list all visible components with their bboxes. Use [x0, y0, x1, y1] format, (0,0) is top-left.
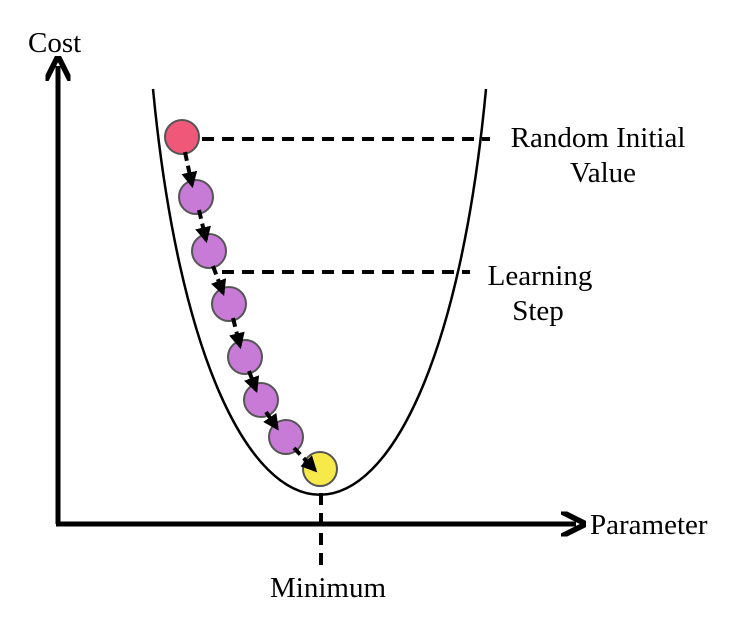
y-axis-label: Cost	[28, 27, 81, 59]
learning-step-label-line2: Step	[512, 295, 564, 327]
step-point	[227, 339, 263, 375]
initial-point	[164, 119, 200, 155]
x-axis-label: Parameter	[590, 509, 708, 541]
step-point	[243, 382, 279, 418]
step-point	[191, 233, 227, 269]
step-point	[211, 286, 247, 322]
learning-step-label-line1: Learning	[488, 260, 593, 292]
minimum-point	[302, 451, 338, 487]
step-arrow	[263, 410, 279, 431]
cost-curve	[151, 88, 488, 496]
step-arrow	[181, 151, 198, 189]
random-initial-label-line1: Random Initial	[511, 122, 686, 154]
minimum-label: Minimum	[270, 572, 386, 604]
step-arrow	[229, 317, 245, 350]
step-arrow	[244, 370, 260, 394]
step-arrow	[292, 446, 318, 473]
random-initial-label-line2: Value	[570, 157, 636, 189]
step-point	[178, 179, 214, 215]
step-arrow	[211, 265, 227, 297]
step-arrow	[195, 209, 211, 244]
